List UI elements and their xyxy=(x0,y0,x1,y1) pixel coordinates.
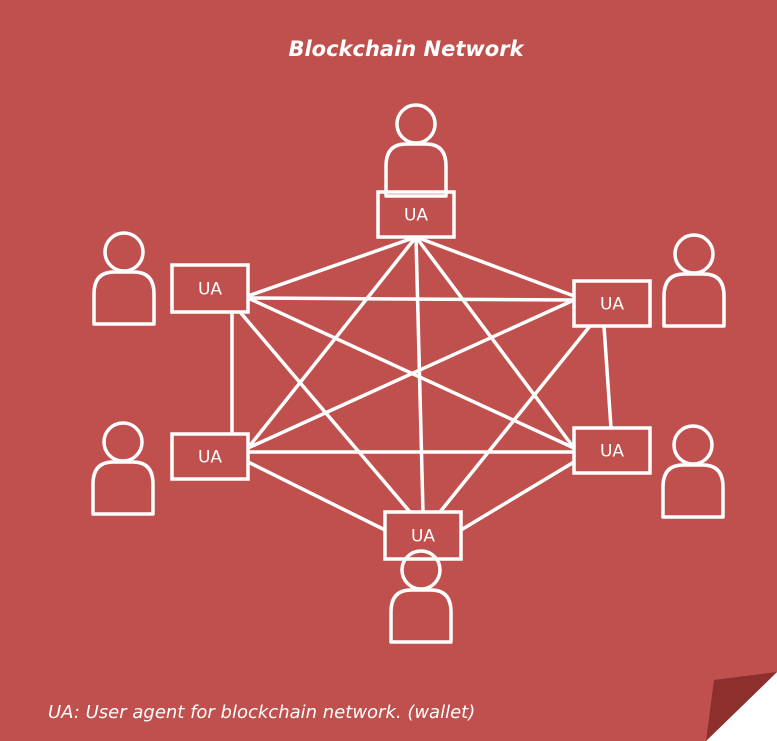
ua-node-lower-left: UA xyxy=(170,432,250,481)
ua-label: UA xyxy=(600,442,624,462)
ua-label: UA xyxy=(411,527,435,547)
edge-top-lower-left xyxy=(246,235,418,450)
user-body xyxy=(389,588,453,644)
ua-box xyxy=(170,263,250,314)
user-icon-top xyxy=(384,103,448,198)
ua-box xyxy=(572,426,652,475)
edge-top-upper-left xyxy=(246,235,418,298)
note-fold-icon xyxy=(706,672,777,741)
ua-label: UA xyxy=(198,280,222,300)
ua-box xyxy=(170,432,250,481)
user-body xyxy=(92,270,156,326)
user-body xyxy=(662,272,726,328)
edge-upper-left-upper-right xyxy=(246,296,576,302)
user-icon-bottom xyxy=(389,549,453,644)
user-group xyxy=(91,103,726,644)
user-body xyxy=(661,463,725,519)
user-body xyxy=(384,142,448,198)
ua-node-upper-left: UA xyxy=(170,263,250,314)
user-icon-lower-right xyxy=(661,424,725,519)
ua-node-top: UA xyxy=(376,190,456,239)
user-body xyxy=(91,460,155,516)
user-icon-upper-left xyxy=(92,231,156,326)
diagram-caption: UA: User agent for blockchain network. (… xyxy=(48,702,475,723)
connection-lines xyxy=(230,235,613,532)
edge-upper-right-lower-left xyxy=(246,298,576,450)
edge-top-upper-right xyxy=(414,235,576,298)
ua-label: UA xyxy=(404,206,428,226)
user-icon-upper-right xyxy=(662,233,726,328)
edge-top-bottom xyxy=(414,235,425,514)
ua-node-lower-right: UA xyxy=(572,426,652,475)
diagram-title: Blockchain Network xyxy=(288,37,525,61)
ua-label: UA xyxy=(198,448,222,468)
edge-lower-right-bottom xyxy=(459,460,576,532)
ua-label: UA xyxy=(600,295,624,315)
edge-top-lower-right xyxy=(414,235,576,450)
edge-upper-right-bottom xyxy=(438,324,592,514)
ua-box xyxy=(572,279,652,328)
ua-box xyxy=(376,190,456,239)
user-icon-lower-left xyxy=(91,421,155,516)
edge-lower-left-bottom xyxy=(246,460,387,532)
edge-upper-right-lower-right xyxy=(602,324,613,430)
ua-node-upper-right: UA xyxy=(572,279,652,328)
